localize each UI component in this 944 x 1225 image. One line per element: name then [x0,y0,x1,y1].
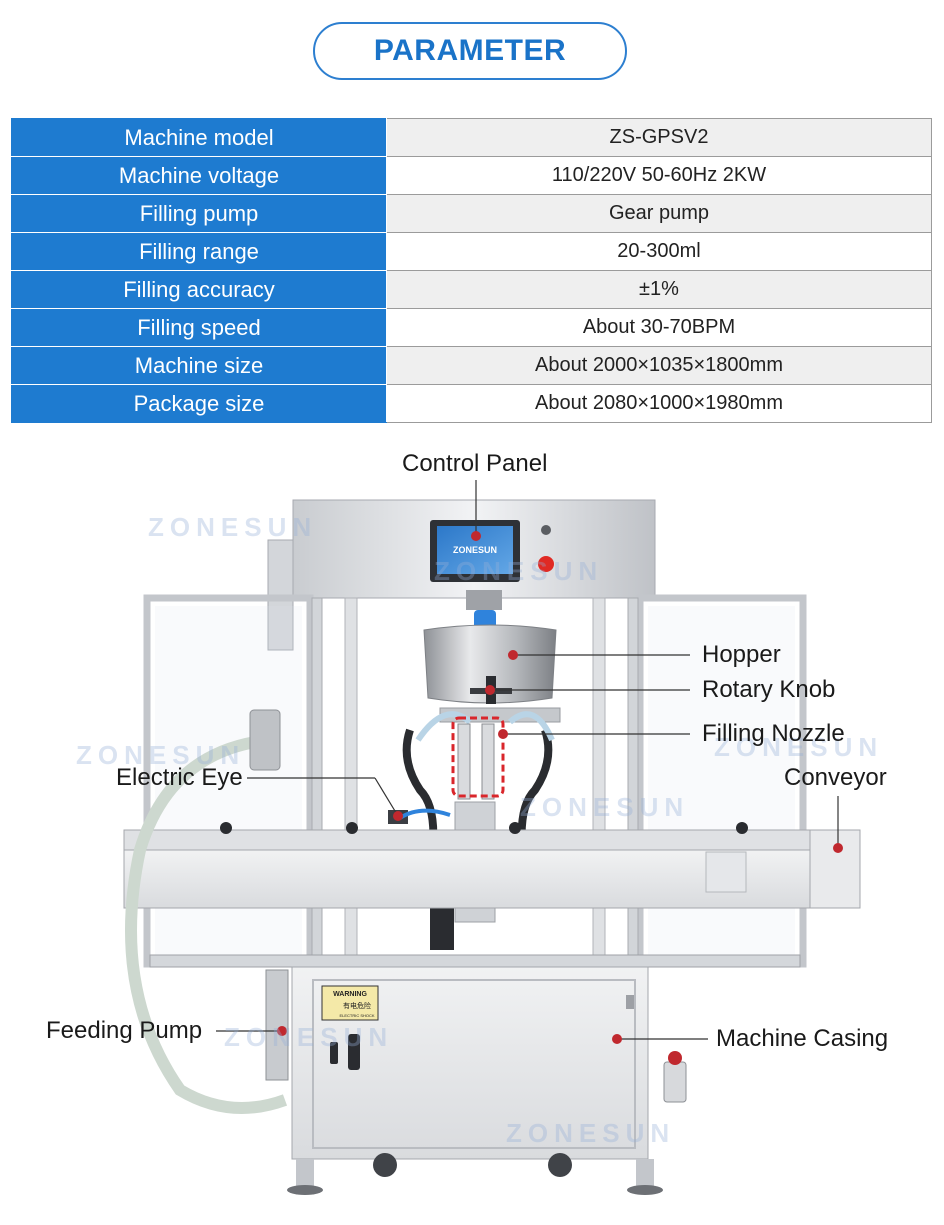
hopper [423,624,557,704]
conveyor-belt [123,829,861,851]
param-label: Filling pump [11,194,387,233]
brand-watermark: ZONESUN [714,732,884,762]
param-label: Filling speed [11,308,387,347]
callout-filling-nozzle: Filling Nozzle [702,720,845,747]
filling-nozzle-highlight [451,716,505,798]
param-value: Gear pump [386,194,932,233]
callout-rotary-knob: Rotary Knob [702,676,836,703]
param-label: Machine model [11,118,387,157]
machine-diagram: ZONESUN [0,430,944,1225]
param-label: Package size [11,384,387,423]
param-label: Filling range [11,232,387,271]
casing-handle [348,1034,360,1070]
brand-watermark: ZONESUN [224,1022,394,1052]
callout-conveyor: Conveyor [784,764,887,791]
casing-door [312,979,636,1149]
brand-watermark: ZONESUN [520,792,690,822]
param-value: About 30-70BPM [386,308,932,347]
warning-sticker [321,985,379,1021]
callout-hopper: Hopper [702,641,781,668]
emergency-stop-button [538,556,554,572]
warning-sticker-text: 有电危险 [343,1001,371,1010]
param-value: ZS-GPSV2 [386,118,932,157]
brand-watermark: ZONESUN [434,556,604,586]
callout-feeding-pump: Feeding Pump [46,1017,203,1044]
warning-sticker-title: WARNING [333,991,367,998]
param-value: 110/220V 50-60Hz 2KW [386,156,932,195]
screen-logo: ZONESUN [453,545,497,555]
parameter-title-badge: PARAMETER [313,22,627,80]
page-title: PARAMETER [373,34,567,67]
table-row: Filling accuracy±1% [11,270,932,309]
air-filter-regulator [663,1061,687,1103]
callout-control-panel: Control Panel [402,450,548,477]
caster-wheel [548,1153,572,1177]
feeding-pump [265,969,289,1081]
brand-watermark: ZONESUN [76,740,246,770]
caster-wheel [373,1153,397,1177]
casing-latch [330,1042,338,1064]
param-value: About 2000×1035×1800mm [386,346,932,385]
param-value: About 2080×1000×1980mm [386,384,932,423]
machine-illustration: ZONESUN [123,480,861,1195]
param-label: Filling accuracy [11,270,387,309]
param-value: 20-300ml [386,232,932,271]
param-value: ±1% [386,270,932,309]
brand-watermark: ZONESUN [506,1118,676,1148]
param-label: Machine voltage [11,156,387,195]
callout-electric-eye: Electric Eye [116,764,243,791]
callout-dots [277,531,843,1044]
power-switch [541,525,551,535]
conveyor-side-plate [123,849,861,909]
brand-watermark: ZONESUN [148,512,318,542]
callout-machine-casing: Machine Casing [716,1025,889,1052]
filling-nozzle-left [457,723,471,800]
feeding-hose [125,734,288,1114]
filling-nozzle-right [481,723,495,800]
warning-sticker-subtext: ELECTRIC SHOCK [339,1013,374,1018]
param-label: Machine size [11,346,387,385]
